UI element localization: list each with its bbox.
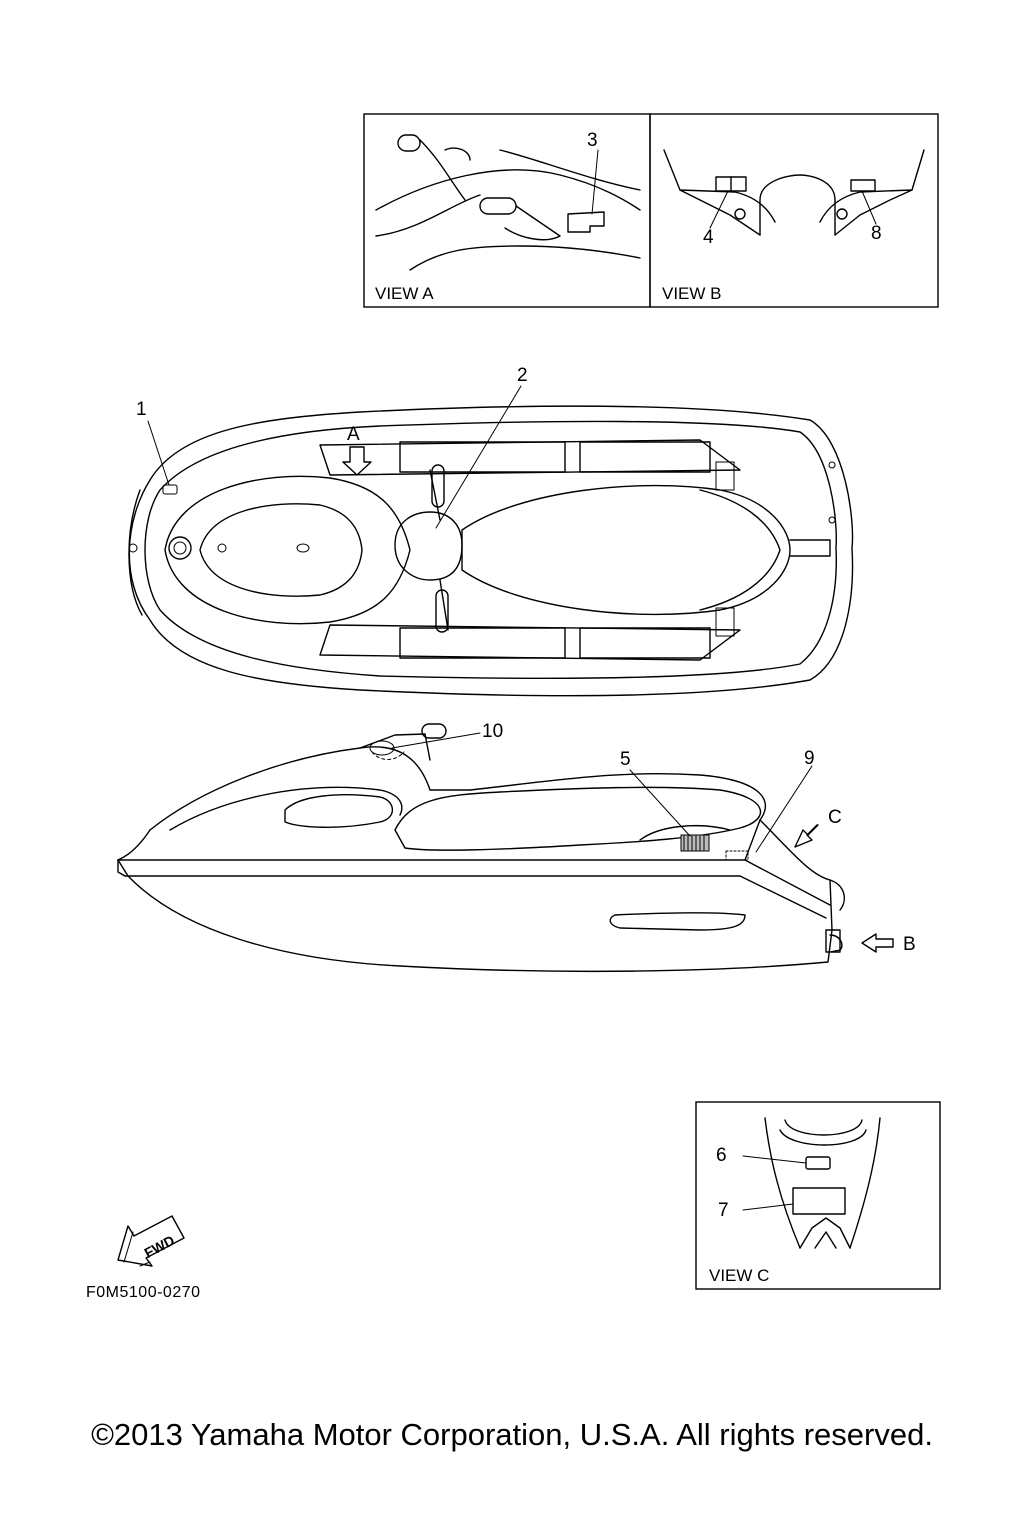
callout-4: 4 [703,227,714,248]
callout-9: 9 [804,748,815,769]
copyright-notice: ©2013 Yamaha Motor Corporation, U.S.A. A… [91,1417,933,1452]
view-a-caption: VIEW A [375,284,434,303]
callout-5: 5 [620,749,631,770]
callout-3: 3 [587,130,598,151]
decal-5-hatch [680,834,710,852]
view-arrow-c: C [828,807,842,828]
fwd-arrow-icon: FWD [117,1215,185,1267]
top-view: A 1 2 [128,365,854,697]
fwd-label: FWD [141,1232,177,1261]
callout-1: 1 [136,399,147,420]
callout-7: 7 [718,1200,729,1221]
view-b-caption: VIEW B [662,284,722,303]
view-arrow-b: B [903,934,916,955]
callout-6: 6 [716,1145,727,1166]
view-b-panel: 4 8 VIEW B [649,113,939,308]
view-arrow-a: A [347,424,360,445]
callout-10: 10 [482,721,503,742]
callout-8: 8 [871,223,882,244]
view-c-panel: 6 7 VIEW C [695,1101,941,1290]
figure-code: F0M5100-0270 [86,1284,201,1301]
callout-2: 2 [517,365,528,386]
view-c-caption: VIEW C [709,1266,769,1285]
view-a-panel: 3 VIEW A [363,113,651,308]
side-view: C B 10 5 9 [117,721,916,973]
